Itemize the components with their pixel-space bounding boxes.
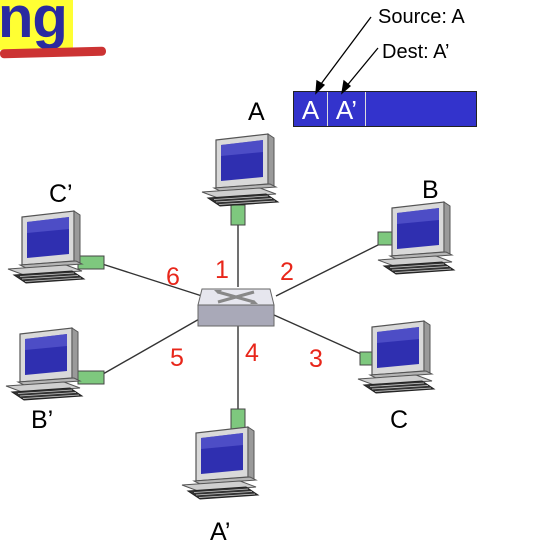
link-port-5 [95, 317, 202, 379]
link-port-6 [95, 261, 203, 297]
node-label-a: A [248, 98, 265, 126]
node-label-c-prime: C’ [49, 180, 73, 208]
ethernet-frame: A A’ [293, 91, 477, 127]
port-label-6: 6 [166, 263, 180, 291]
node-label-c: C [390, 406, 409, 434]
computer-b-prime-icon [5, 327, 83, 401]
port-label-4: 4 [245, 339, 259, 367]
port-label-3: 3 [309, 345, 323, 373]
node-label-b-prime: B’ [31, 406, 54, 434]
links [95, 215, 393, 412]
source-label: Source: A [378, 6, 465, 28]
dest-label: Dest: A’ [382, 41, 450, 63]
node-label-a-prime: A’ [210, 518, 231, 546]
computer-c-prime-icon [7, 210, 85, 284]
link-port-2 [275, 237, 393, 297]
slide-title-fragment: ng [0, 0, 73, 50]
link-port-3 [273, 314, 373, 360]
port-label-5: 5 [170, 344, 184, 372]
switch-icon [197, 288, 275, 327]
annotation-arrows [315, 16, 379, 95]
frame-source-field: A [294, 92, 328, 126]
computer-a-icon [201, 133, 279, 207]
port-label-2: 2 [280, 258, 294, 286]
port-label-1: 1 [215, 256, 229, 284]
computer-a-prime-icon [181, 426, 259, 500]
frame-dest-field: A’ [328, 92, 366, 126]
node-label-b: B [422, 176, 439, 204]
